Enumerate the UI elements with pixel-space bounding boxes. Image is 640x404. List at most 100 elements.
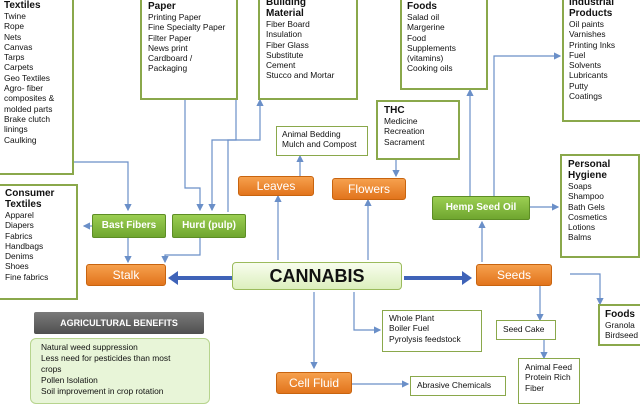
list-item: Tarps <box>4 52 25 63</box>
list-item: Twine <box>4 11 26 21</box>
list-item: Cement <box>266 60 296 71</box>
list-item: Granola <box>605 320 635 330</box>
list-item: Fine Specialty Paper <box>148 22 226 33</box>
list-item: Insulation <box>266 29 302 40</box>
list-item: Mulch and Compost <box>282 139 357 150</box>
leaves-node: Leaves <box>238 176 314 196</box>
list-item: (vitamins) <box>407 53 444 64</box>
list-item: Fiber Glass <box>266 39 309 50</box>
list-item: Natural weed suppression <box>41 342 138 352</box>
cell-fluid-node: Cell Fluid <box>276 372 352 394</box>
list-item: Cooking oils <box>407 63 453 74</box>
list-item: Fabrics <box>5 230 33 241</box>
list-item: News print <box>148 42 188 53</box>
seed-cake-items: Seed Cake <box>503 324 549 334</box>
list-item: Shampoo <box>568 191 604 202</box>
hygiene-title-2: Hygiene <box>568 170 607 181</box>
list-item: Denims <box>5 251 34 262</box>
list-item: Rope <box>4 21 25 32</box>
list-item: Seed Cake <box>503 324 545 334</box>
list-item: Shoes <box>5 261 29 272</box>
list-item: Sacrament <box>384 136 425 147</box>
list-item: Birdseed <box>605 330 639 341</box>
textiles-title: Textiles <box>4 0 41 11</box>
paper-title: Paper <box>148 1 176 12</box>
thc-title: THC <box>384 105 405 116</box>
list-item: Fiber Board <box>266 19 310 29</box>
list-item: Handbags <box>5 240 44 251</box>
list-item: Balms <box>568 232 592 243</box>
list-item: Fiber <box>525 382 545 393</box>
list-item: Boiler Fuel <box>389 323 430 334</box>
list-item: Diapers <box>5 220 34 231</box>
building-material-title-1: Building <box>266 0 306 8</box>
hygiene-title-1: Personal <box>568 159 611 170</box>
list-item: Oil paints <box>569 19 604 29</box>
list-item: Varnishes <box>569 29 606 40</box>
list-item: Fine fabrics <box>5 271 49 282</box>
consumer-textiles-title-2: Textiles <box>5 199 42 210</box>
list-item: Canvas <box>4 41 33 52</box>
list-item: Putty <box>569 80 589 91</box>
hurd-node: Hurd (pulp) <box>172 214 246 238</box>
list-item: Solvents <box>569 60 602 71</box>
industrial-title-1: Industrial <box>569 0 615 8</box>
building-material-title-2: Material <box>266 8 304 19</box>
list-item: Margerine <box>407 22 445 33</box>
list-item: Packaging <box>148 63 188 74</box>
list-item: Carpets <box>4 62 34 73</box>
list-item: Caulking <box>4 134 37 145</box>
list-item: Lotions <box>568 222 596 233</box>
list-item: Soil improvement in crop rotation <box>41 386 164 396</box>
foods-bottom-title: Foods <box>605 309 635 320</box>
list-item: Animal Feed <box>525 362 573 372</box>
abrasive-items: Abrasive Chemicals <box>417 380 499 390</box>
list-item: Lubricants <box>569 70 608 81</box>
list-item: Less need for pesticides than most <box>41 353 171 363</box>
list-item: Fuel <box>569 49 586 60</box>
bast-fibers-node: Bast Fibers <box>92 214 166 238</box>
list-item: Filter Paper <box>148 32 192 43</box>
list-item: Pyrolysis feedstock <box>389 333 461 344</box>
list-item: Cosmetics <box>568 211 608 222</box>
list-item: Salad oil <box>407 12 440 22</box>
list-item: Whole Plant <box>389 313 435 323</box>
list-item: Cardboard / <box>148 53 193 64</box>
list-item: molded parts <box>4 103 53 114</box>
list-item: Bath Gels <box>568 201 605 212</box>
flowers-node: Flowers <box>332 178 406 200</box>
list-item: Substitute <box>266 49 304 60</box>
industrial-title-2: Products <box>569 8 613 19</box>
list-item: Animal Bedding <box>282 129 341 139</box>
list-item: Soaps <box>568 181 592 191</box>
list-item: Food <box>407 32 427 43</box>
stalk-node: Stalk <box>86 264 166 286</box>
list-item: composites & <box>4 93 55 104</box>
list-item: Stucco and Mortar <box>266 70 335 81</box>
list-item: Supplements <box>407 42 456 53</box>
list-item: Agro- fiber <box>4 83 44 94</box>
list-item: Abrasive Chemicals <box>417 380 492 390</box>
